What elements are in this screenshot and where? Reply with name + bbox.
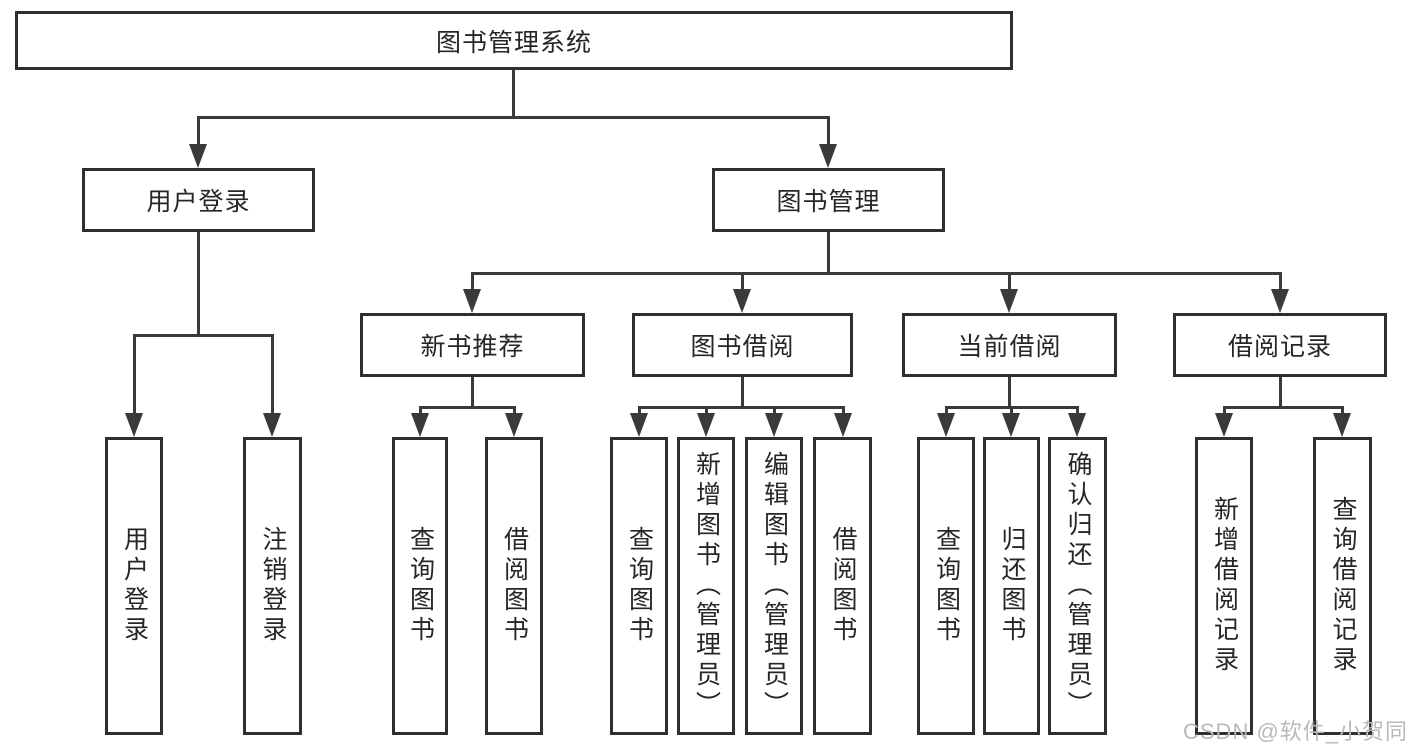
connector-line (133, 334, 136, 417)
connector-line (471, 272, 1281, 275)
connector-line (1341, 406, 1344, 417)
node-borrow-book-borrow-label: 借阅图书 (829, 526, 857, 646)
node-query-book-current-label: 查询图书 (932, 526, 961, 646)
connector-line (1279, 377, 1282, 408)
node-query-book-rec: 查询图书 (392, 437, 448, 735)
node-confirm-return-admin: 确认归还（管理员） (1048, 437, 1107, 735)
arrow-down-icon (125, 413, 143, 437)
arrow-down-icon (765, 413, 783, 437)
arrow-down-icon (505, 413, 523, 437)
node-add-borrow-record: 新增借阅记录 (1195, 437, 1253, 735)
connector-line (827, 116, 830, 148)
connector-line (1223, 406, 1226, 417)
connector-line (133, 334, 274, 337)
watermark: CSDN @软件_小贺同学 (1183, 719, 1405, 744)
node-logout-label: 注销登录 (259, 526, 287, 646)
node-book-borrow: 图书借阅 (632, 313, 853, 377)
arrow-down-icon (1068, 413, 1086, 437)
node-confirm-return-admin-label: 确认归还（管理员） (1064, 451, 1092, 721)
arrow-down-icon (1000, 289, 1018, 313)
node-user-login-label: 用户登录 (120, 526, 149, 646)
node-user-login-group: 用户登录 (82, 168, 315, 232)
node-borrow-book-rec-label: 借阅图书 (500, 526, 529, 646)
node-query-book-rec-label: 查询图书 (406, 526, 435, 646)
node-query-book-borrow: 查询图书 (610, 437, 668, 735)
node-query-book-current: 查询图书 (917, 437, 975, 735)
arrow-down-icon (1333, 413, 1351, 437)
connector-line (197, 116, 830, 119)
connector-line (419, 406, 422, 417)
arrow-down-icon (411, 413, 429, 437)
connector-line (945, 406, 948, 417)
node-borrow-book-rec: 借阅图书 (485, 437, 543, 735)
node-borrow-book-borrow: 借阅图书 (813, 437, 872, 735)
connector-line (842, 406, 845, 417)
node-logout: 注销登录 (243, 437, 302, 735)
node-book-mgmt-label: 图书管理 (776, 188, 881, 216)
arrow-down-icon (189, 144, 207, 168)
connector-line (773, 406, 776, 417)
connector-line (1008, 377, 1011, 408)
node-edit-book-admin: 编辑图书（管理员） (745, 437, 803, 735)
node-edit-book-admin-label: 编辑图书（管理员） (760, 451, 789, 721)
node-add-book-admin: 新增图书（管理员） (677, 437, 735, 735)
connector-line (1010, 406, 1013, 417)
arrow-down-icon (834, 413, 852, 437)
node-borrow-records: 借阅记录 (1173, 313, 1387, 377)
node-system-label: 图书管理系统 (435, 28, 592, 57)
node-book-borrow-label: 图书借阅 (690, 333, 795, 361)
node-current-borrow-label: 当前借阅 (957, 333, 1062, 361)
arrow-down-icon (697, 413, 715, 437)
connector-line (513, 406, 516, 417)
node-user-login: 用户登录 (105, 437, 163, 735)
node-current-borrow: 当前借阅 (902, 313, 1117, 377)
arrow-down-icon (733, 289, 751, 313)
connector-line (638, 406, 641, 417)
node-query-book-borrow-label: 查询图书 (625, 526, 654, 646)
arrow-down-icon (819, 144, 837, 168)
connector-line (741, 272, 744, 292)
connector-line (197, 116, 200, 148)
connector-line (1279, 272, 1282, 292)
node-add-borrow-record-label: 新增借阅记录 (1210, 496, 1239, 676)
connector-line (705, 406, 708, 417)
connector-line (827, 232, 830, 274)
connector-line (1076, 406, 1079, 417)
node-return-book: 归还图书 (983, 437, 1040, 735)
connector-line (1008, 272, 1011, 292)
connector-line (512, 70, 515, 117)
node-new-book-rec-label: 新书推荐 (420, 333, 525, 361)
connector-line (271, 334, 274, 417)
node-new-book-rec: 新书推荐 (360, 313, 585, 377)
arrow-down-icon (263, 413, 281, 437)
arrow-down-icon (463, 289, 481, 313)
arrow-down-icon (1271, 289, 1289, 313)
connector-line (1223, 406, 1344, 409)
node-query-borrow-record: 查询借阅记录 (1313, 437, 1372, 735)
connector-line (638, 406, 844, 409)
node-borrow-records-label: 借阅记录 (1227, 333, 1332, 361)
connector-line (741, 377, 744, 408)
node-system: 图书管理系统 (15, 11, 1013, 70)
node-book-mgmt: 图书管理 (712, 168, 945, 232)
connector-line (419, 406, 516, 409)
node-query-borrow-record-label: 查询借阅记录 (1329, 496, 1357, 676)
arrow-down-icon (1002, 413, 1020, 437)
arrow-down-icon (1215, 413, 1233, 437)
node-user-login-group-label: 用户登录 (146, 188, 251, 216)
connector-line (197, 232, 200, 336)
arrow-down-icon (630, 413, 648, 437)
node-return-book-label: 归还图书 (998, 526, 1026, 646)
connector-line (471, 377, 474, 408)
connector-line (471, 272, 474, 292)
arrow-down-icon (937, 413, 955, 437)
node-add-book-admin-label: 新增图书（管理员） (692, 451, 721, 721)
